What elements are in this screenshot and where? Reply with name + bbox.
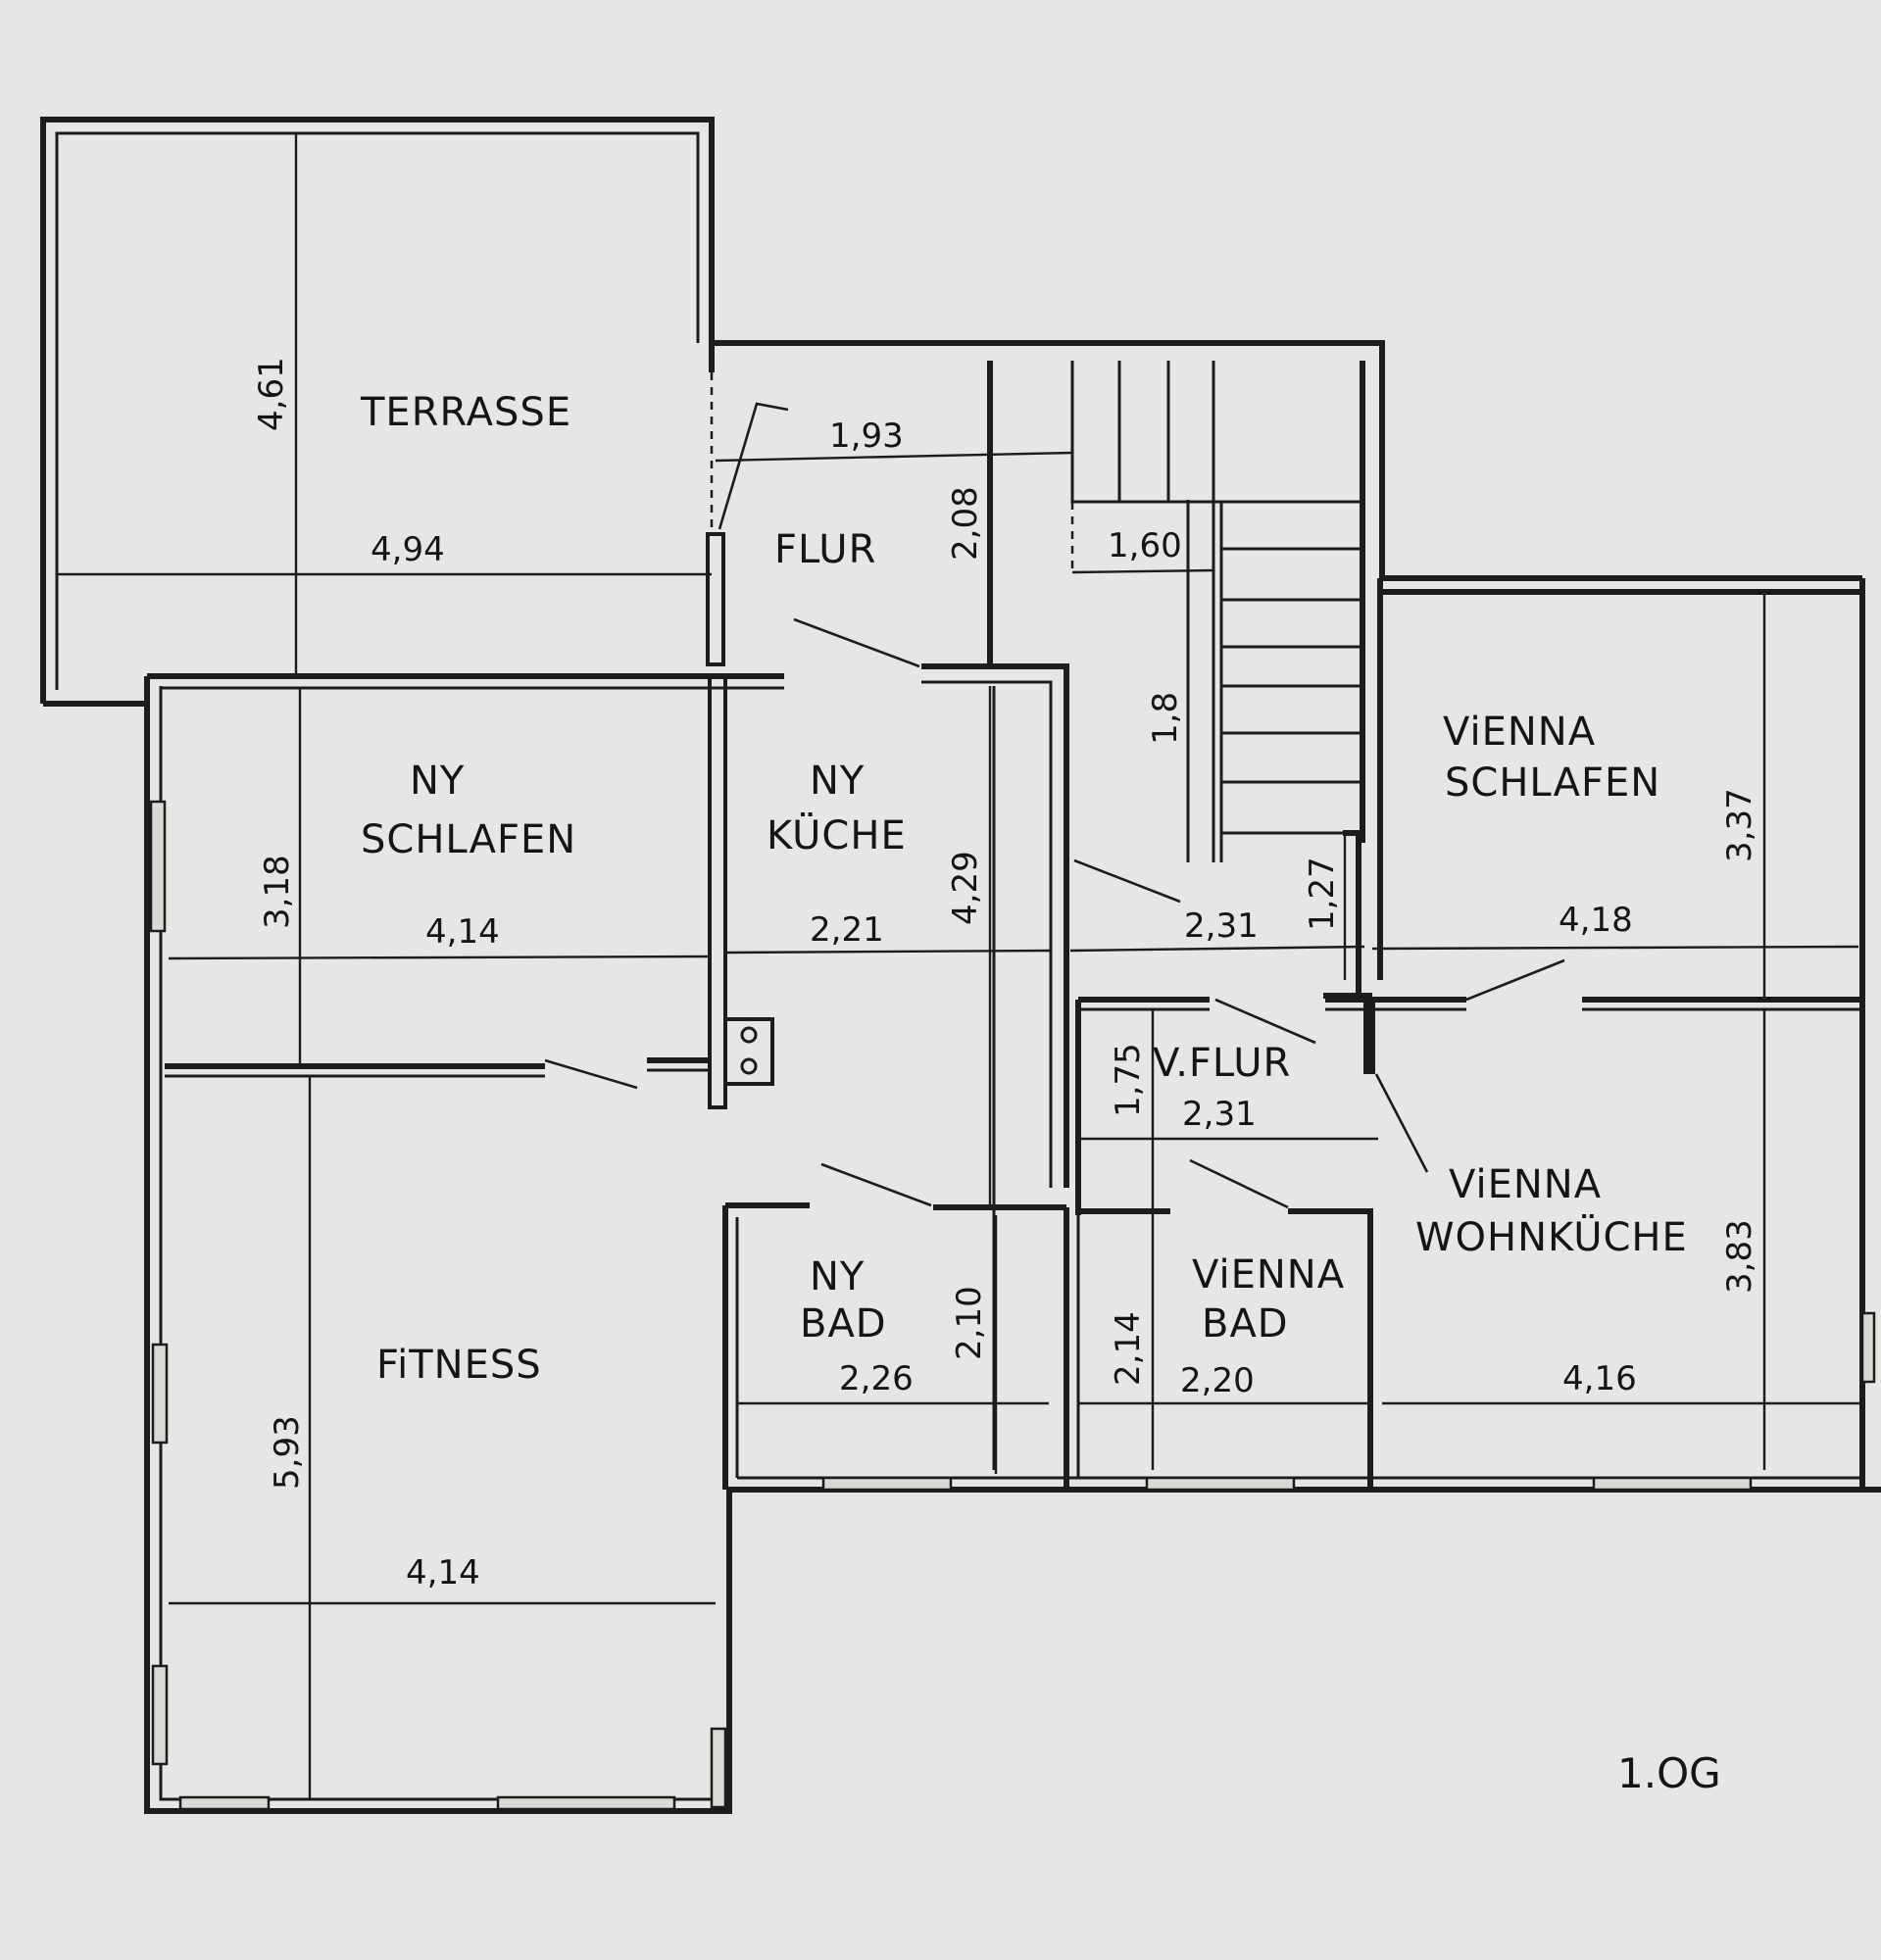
dim-v-flur-w: 2,31 (1182, 1095, 1257, 1134)
room-label-ny-kueche: NY (810, 759, 865, 804)
dim-vienna-bad-w: 2,20 (1180, 1361, 1255, 1400)
dim-terrasse-h: 4,61 (252, 357, 291, 431)
room-label-terrasse: TERRASSE (360, 390, 571, 435)
room-label-vienna-wohnkueche-2: WOHNKÜCHE (1415, 1213, 1688, 1260)
window (151, 1343, 169, 1445)
dim-vienna-wohnkueche-h: 3,83 (1720, 1219, 1759, 1294)
window (821, 1476, 953, 1492)
window (151, 1664, 169, 1766)
room-label-flur: FLUR (774, 527, 876, 572)
terrasse-walls (40, 117, 715, 707)
room-label-vienna-wohnkueche: ViENNA (1449, 1162, 1602, 1207)
room-label-ny-bad: NY (810, 1254, 865, 1299)
dim-vienna-schlafen-w: 4,18 (1559, 901, 1633, 940)
dim-stair-w: 1,60 (1108, 526, 1182, 565)
dim-ny-bad-h: 2,10 (950, 1286, 989, 1360)
window (178, 1795, 271, 1811)
dim-landing-w: 2,31 (1184, 906, 1259, 946)
room-label-vienna-bad: ViENNA (1192, 1252, 1345, 1298)
dim-terrasse-w: 4,94 (371, 530, 445, 569)
dim-vienna-bad-h: 2,14 (1109, 1311, 1148, 1386)
outer-walls (144, 340, 1881, 1814)
window (1145, 1476, 1296, 1492)
dim-ny-schlafen-w: 4,14 (425, 912, 500, 952)
room-label-vienna-schlafen-2: SCHLAFEN (1445, 760, 1660, 806)
shaft (723, 1017, 774, 1086)
dim-fitness-w: 4,14 (406, 1553, 480, 1592)
room-label-ny-kueche-2: KÜCHE (767, 811, 907, 858)
room-labels: TERRASSE FLUR NY SCHLAFEN NY KÜCHE ViENN… (360, 390, 1688, 1388)
floor-label: 1.OG (1617, 1749, 1721, 1797)
window (710, 1727, 727, 1809)
dim-stair-h: 1,8 (1146, 692, 1185, 745)
window (496, 1795, 676, 1811)
dimension-lines (57, 133, 1860, 1799)
dim-flur-h: 2,08 (946, 486, 985, 561)
window (1592, 1476, 1753, 1492)
room-label-v-flur: V.FLUR (1153, 1041, 1291, 1086)
windows (149, 800, 1876, 1811)
window (1860, 1311, 1876, 1384)
room-label-ny-schlafen: NY (410, 759, 465, 804)
window (149, 800, 167, 933)
doors (544, 372, 1565, 1209)
dim-v-flur-h: 1,75 (1109, 1043, 1148, 1117)
dim-flur-w: 1,93 (829, 416, 904, 456)
dim-ny-kueche-h: 4,29 (946, 851, 985, 925)
dim-fitness-h: 5,93 (268, 1415, 307, 1490)
dimension-labels: 4,61 4,94 1,93 2,08 1,60 1,8 3,18 4,14 2… (252, 357, 1759, 1592)
dim-vienna-schlafen-h: 3,37 (1720, 788, 1759, 862)
room-label-ny-bad-2: BAD (800, 1301, 887, 1347)
dim-ny-bad-w: 2,26 (839, 1359, 914, 1398)
room-label-fitness: FiTNESS (376, 1343, 542, 1388)
room-label-ny-schlafen-2: SCHLAFEN (361, 817, 576, 862)
staircase (1070, 361, 1365, 1000)
dim-ny-schlafen-h: 3,18 (258, 855, 297, 929)
dim-vienna-wohnkueche-w: 4,16 (1562, 1359, 1637, 1398)
room-label-vienna-schlafen: ViENNA (1443, 710, 1596, 755)
dim-ny-kueche-w: 2,21 (810, 910, 884, 950)
room-label-vienna-bad-2: BAD (1202, 1301, 1289, 1347)
dim-landing-h: 1,27 (1303, 857, 1342, 931)
